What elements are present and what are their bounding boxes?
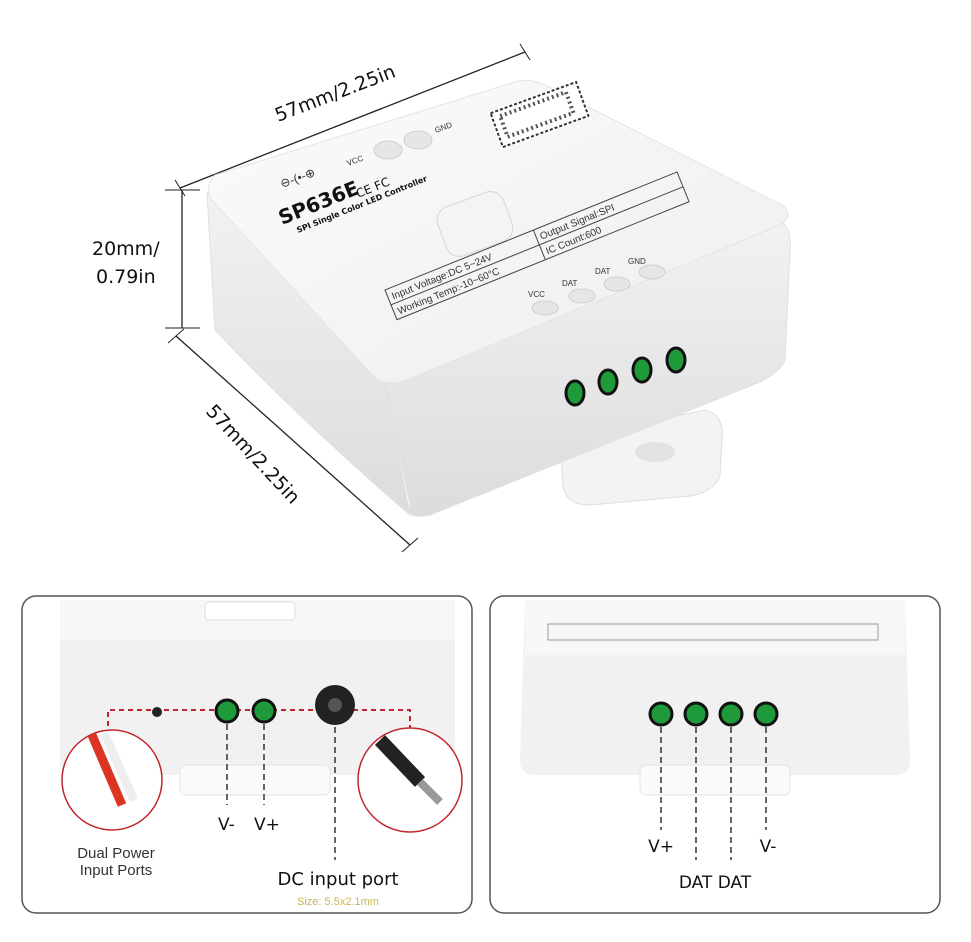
output-port-labels: VCC DAT DAT GND [528,257,666,316]
controller-device: VCC GND ⊖-(•-⊕ SP636E CE FC SPI Single C… [206,79,791,517]
v-minus-port [214,698,240,724]
side-output-ports [564,346,687,407]
device-output-ports-2: DAT [595,267,611,276]
v-plus-port [251,698,277,724]
width-label: 57mm/2.25in [272,61,399,127]
power-button[interactable] [433,188,517,261]
output-ports-panel: V+ DAT DAT V- [489,595,941,914]
right-panel-pin-labels-1: DAT DAT [679,873,752,893]
height-label-2: 0.79in [96,266,156,288]
left-panel-dc-size: Size: 5.5x2.1mm [297,896,379,908]
left-panel-pin-labels-1: V+ [254,815,280,835]
gnd-top-port [403,130,433,150]
device-output-ports-1: DAT [562,279,578,288]
vcc-top-port [373,140,403,160]
left-panel-dual-power-line2: Input Ports [80,862,153,879]
depth-label: 57mm/2.25in [201,400,304,508]
height-label-1: 20mm/ [92,238,160,260]
power-input-panel: V- V+ Dual Power Input Ports DC input po… [21,595,473,914]
right-panel-pin-labels-0: V+ [648,837,674,857]
height-dimension: 20mm/ 0.79in [92,189,200,329]
device-output-ports-0: VCC [528,290,545,299]
qr-code [488,79,591,150]
left-panel-dc-title: DC input port [277,869,398,890]
device-output-ports-3: GND [628,257,646,266]
right-panel-pin-labels-2: V- [760,837,777,857]
left-panel-dual-power-line1: Dual Power [77,845,155,862]
left-panel-pin-labels-0: V- [218,815,235,835]
